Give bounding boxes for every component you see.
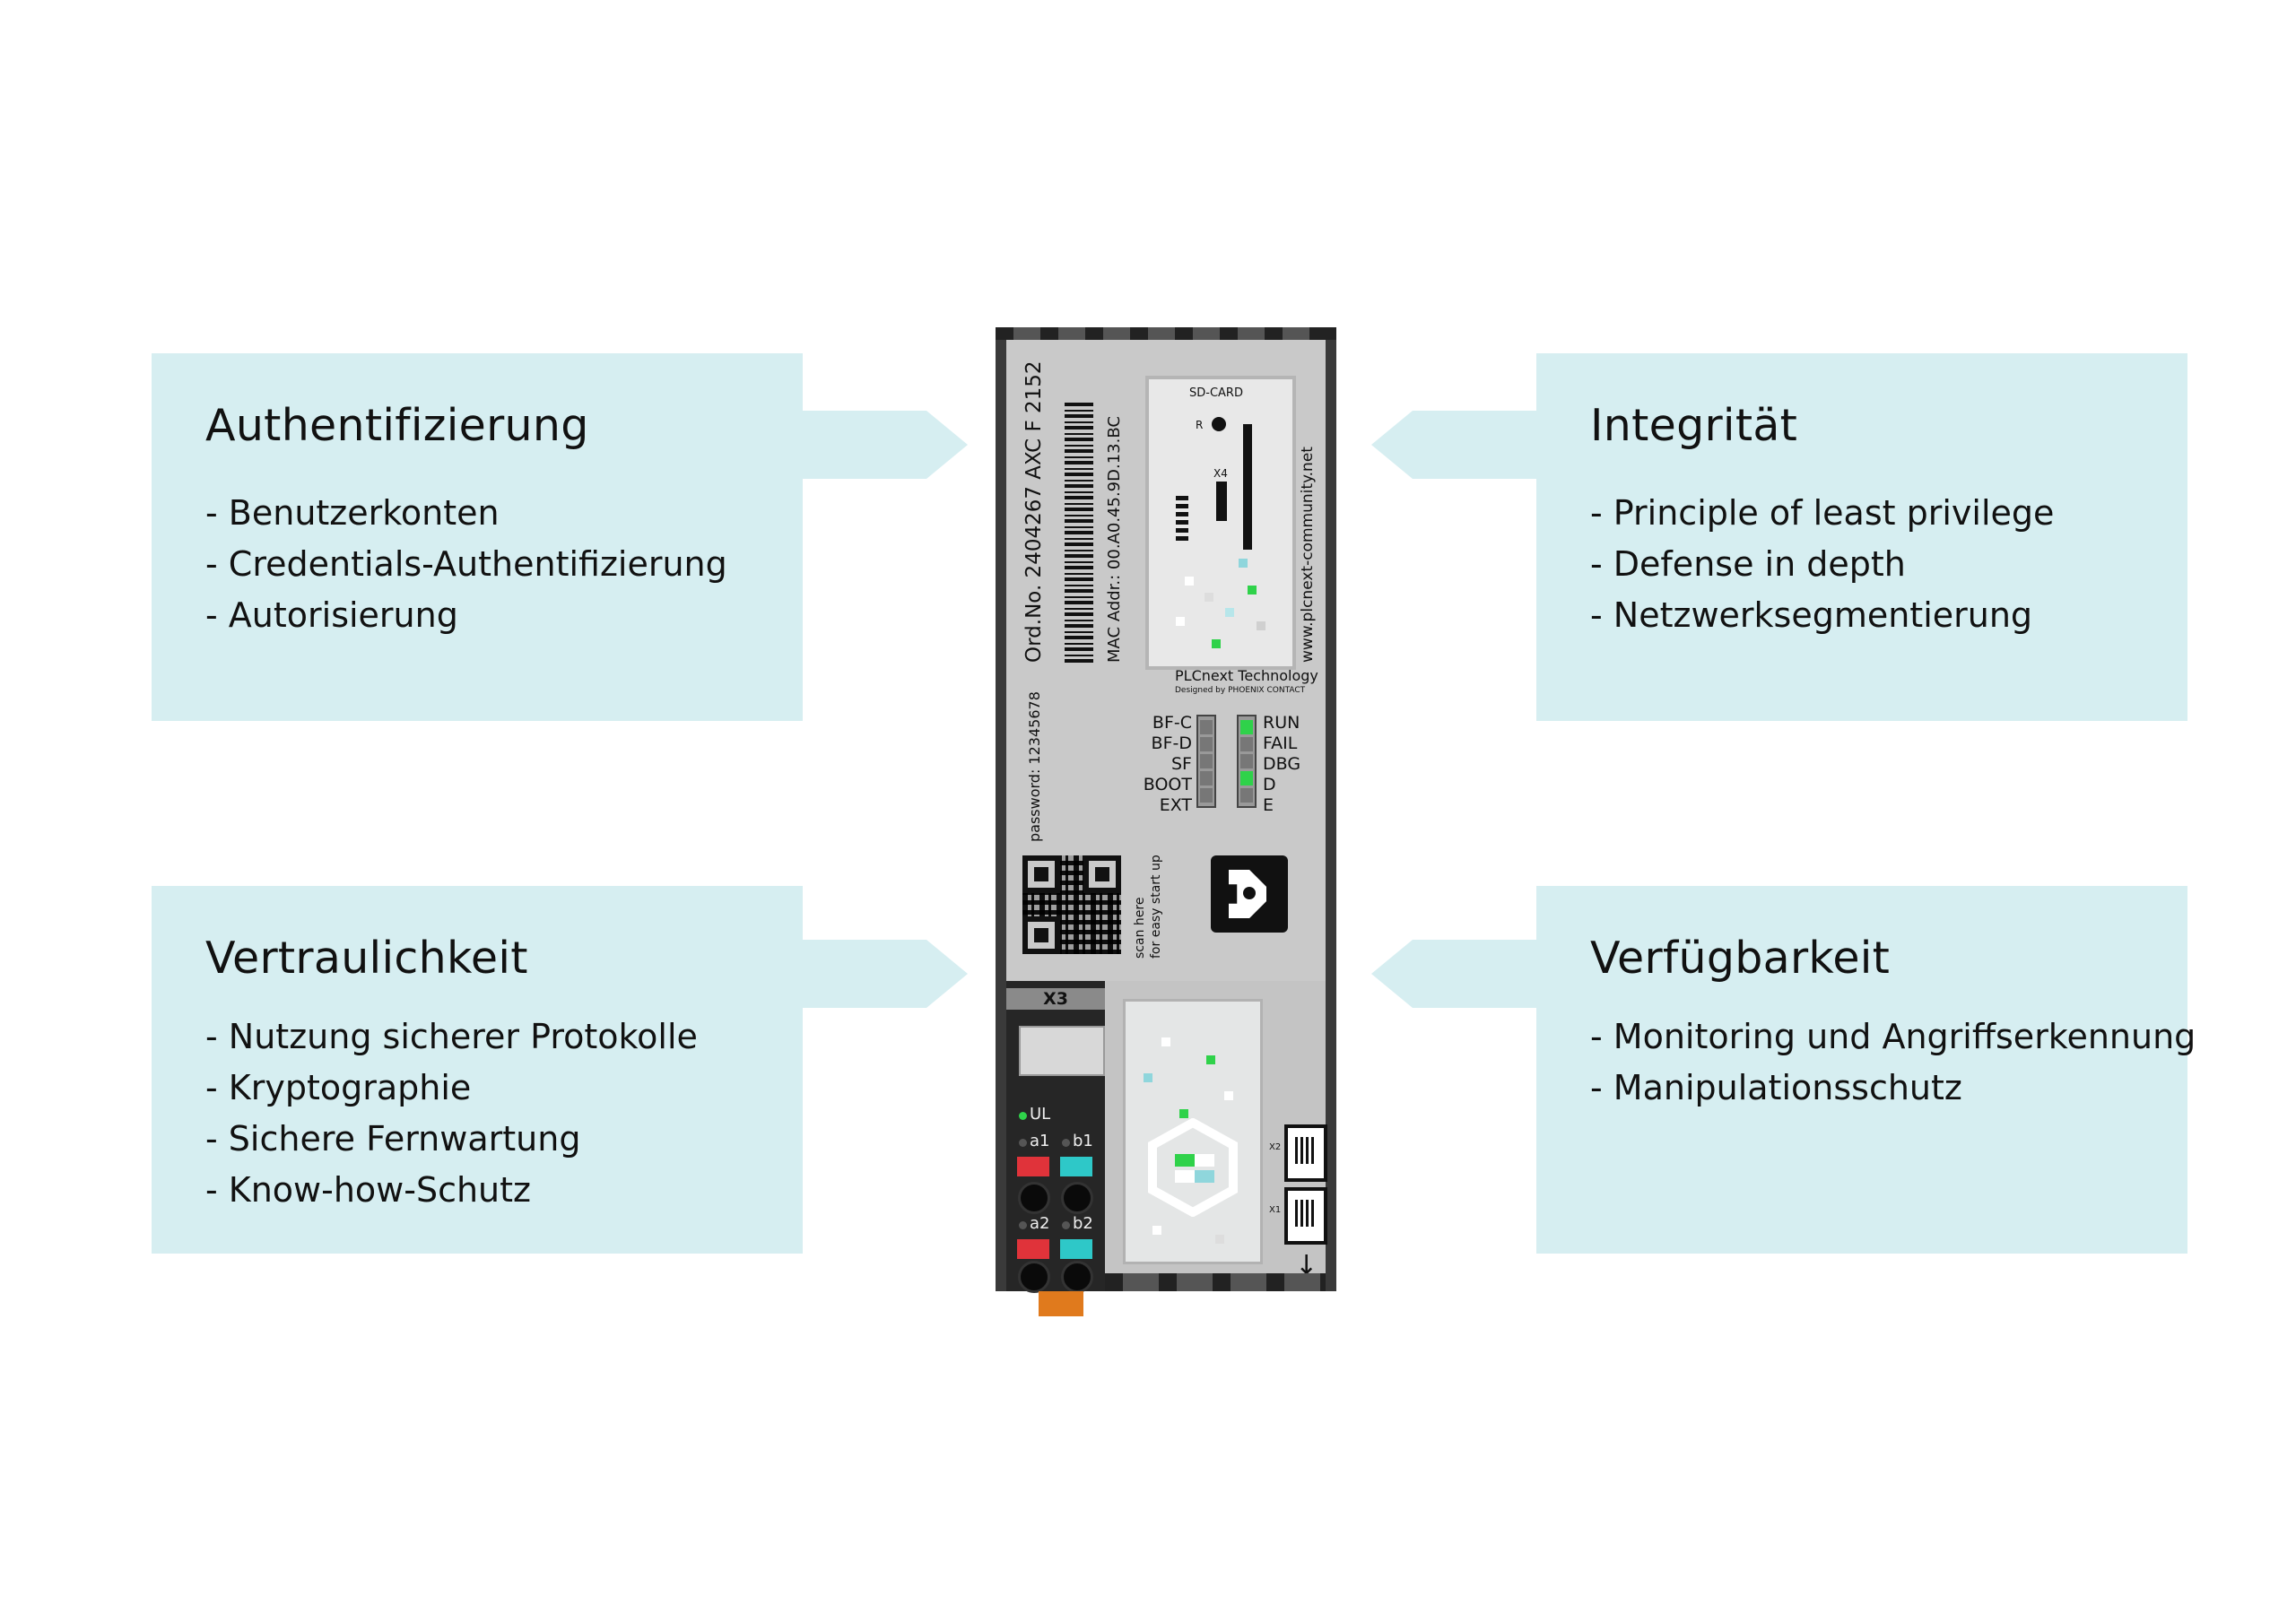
clamp-b1[interactable]	[1060, 1157, 1092, 1176]
list-item: - Benutzerkonten	[205, 493, 500, 533]
panel-verfuegbarkeit: Verfügbarkeit - Monitoring und Angriffse…	[1536, 886, 2196, 1254]
x2-label: X2	[1269, 1142, 1282, 1152]
panel-title: Integrität	[1590, 400, 1798, 451]
list-item: - Netzwerksegmentierung	[1590, 595, 2033, 635]
mac-address: MAC Addr.: 00.A0.45.9D.13.BC	[1105, 416, 1124, 663]
top-vent-strip	[996, 327, 1336, 340]
pointer-arrow	[1371, 411, 1536, 479]
qr-code[interactable]	[1022, 855, 1121, 954]
led-label: SF	[1171, 754, 1192, 774]
led-indicator-d	[1240, 771, 1253, 785]
brand-name: PLCnext Technology	[1175, 667, 1318, 684]
panel-authentifizierung: Authentifizierung - Benutzerkonten - Cre…	[152, 353, 803, 721]
clamp-a2[interactable]	[1017, 1239, 1049, 1259]
list-item: - Sichere Fernwartung	[205, 1119, 581, 1159]
led-indicator	[1200, 720, 1213, 734]
list-item: - Kryptographie	[205, 1068, 472, 1107]
plcnext-hex-icon	[1148, 1118, 1238, 1217]
led-label: FAIL	[1263, 733, 1298, 753]
led-indicator	[1200, 754, 1213, 768]
led-indicator	[1200, 737, 1213, 751]
ethernet-port-x1[interactable]	[1284, 1187, 1327, 1245]
led-label: BF-C	[1152, 713, 1192, 733]
pointer-arrow	[803, 411, 968, 479]
a1-label: a1	[1030, 1132, 1050, 1150]
panel-list: - Monitoring und Angriffserkennung - Man…	[1590, 1011, 2196, 1114]
terminal-block-x3: X3 UL a1 b1 a2 b2	[1006, 981, 1105, 1293]
led-labels-left: BF-C BF-D SF BOOT EXT	[1136, 713, 1192, 816]
clamp-b2[interactable]	[1060, 1239, 1092, 1259]
sd-card-slot[interactable]: SD-CARD R X4	[1145, 376, 1296, 670]
led-label: RUN	[1263, 713, 1300, 733]
x3-label: X3	[1006, 988, 1105, 1010]
led-label: BOOT	[1143, 775, 1192, 794]
list-item: - Credentials-Authentifizierung	[205, 544, 727, 584]
panel-list: - Nutzung sicherer Protokolle - Kryptogr…	[205, 1011, 698, 1216]
list-item: - Manipulationsschutz	[1590, 1068, 1962, 1107]
sd-card-bar	[1243, 424, 1252, 550]
phoenix-contact-logo-icon	[1211, 855, 1288, 933]
b1-label: b1	[1073, 1132, 1093, 1150]
device-front-lower: X2 X1 ↓	[1105, 981, 1327, 1291]
sd-card-label: SD-CARD	[1189, 386, 1243, 400]
scan-hint-line: for easy start up	[1149, 855, 1163, 959]
b2-label: b2	[1073, 1214, 1093, 1233]
x4-slot	[1216, 482, 1227, 521]
panel-vertraulichkeit: Vertraulichkeit - Nutzung sicherer Proto…	[152, 886, 803, 1254]
a2-label: a2	[1030, 1214, 1050, 1233]
ul-led	[1019, 1112, 1027, 1120]
list-item: - Monitoring und Angriffserkennung	[1590, 1017, 2196, 1056]
x1-label: X1	[1269, 1205, 1282, 1215]
arrow-up-icon	[1176, 496, 1188, 541]
led-labels-right: RUN FAIL DBG D E	[1263, 713, 1300, 816]
led-column-right	[1237, 715, 1257, 808]
plc-device: Ord.No. 2404267 AXC F 2152 MAC Addr.: 00…	[996, 327, 1336, 1316]
led-label: EXT	[1159, 795, 1192, 815]
panel-title: Verfügbarkeit	[1590, 933, 1891, 984]
led-indicator	[1240, 754, 1253, 768]
panel-integritaet: Integrität - Principle of least privileg…	[1536, 353, 2187, 721]
led-label: DBG	[1263, 754, 1301, 774]
panel-title: Authentifizierung	[205, 400, 589, 451]
panel-list: - Principle of least privilege - Defense…	[1590, 488, 2054, 641]
website-url: www.plcnext-community.net	[1299, 447, 1317, 663]
brand-subtitle: Designed by PHOENIX CONTACT	[1175, 686, 1306, 695]
label-plate	[1019, 1026, 1105, 1076]
panel-title: Vertraulichkeit	[205, 933, 528, 984]
pointer-arrow	[1371, 940, 1536, 1008]
bottom-vent-strip	[1105, 1273, 1326, 1291]
led-column-left	[1196, 715, 1216, 808]
sd-r-label: R	[1196, 419, 1204, 431]
password-label: password: 12345678	[1026, 691, 1043, 842]
led-label: D	[1263, 775, 1276, 794]
list-item: - Autorisierung	[205, 595, 458, 635]
barcode	[1065, 403, 1093, 663]
clamp-a1[interactable]	[1017, 1157, 1049, 1176]
list-item: - Know-how-Schutz	[205, 1170, 531, 1210]
scan-hint: scan here for easy start up	[1132, 855, 1164, 959]
led-indicator	[1200, 788, 1213, 803]
din-rail-latch[interactable]	[1039, 1291, 1083, 1316]
scan-hint-line: scan here	[1133, 897, 1147, 959]
ethernet-port-x2[interactable]	[1284, 1124, 1327, 1182]
led-indicator-run	[1240, 720, 1253, 734]
panel-list: - Benutzerkonten - Credentials-Authentif…	[205, 488, 727, 641]
led-indicator	[1240, 737, 1253, 751]
led-indicator	[1200, 771, 1213, 785]
order-number: Ord.No. 2404267 AXC F 2152	[1022, 360, 1046, 663]
reset-button[interactable]	[1212, 417, 1226, 431]
led-label: BF-D	[1151, 733, 1192, 753]
list-item: - Principle of least privilege	[1590, 493, 2055, 533]
device-front-upper: Ord.No. 2404267 AXC F 2152 MAC Addr.: 00…	[1006, 340, 1326, 981]
list-item: - Nutzung sicherer Protokolle	[205, 1017, 698, 1056]
list-item: - Defense in depth	[1590, 544, 1906, 584]
led-indicator	[1240, 788, 1253, 803]
ul-label: UL	[1030, 1105, 1051, 1124]
x4-label: X4	[1213, 467, 1228, 480]
plcnext-card	[1123, 999, 1263, 1264]
led-label: E	[1263, 795, 1274, 815]
pointer-arrow	[803, 940, 968, 1008]
